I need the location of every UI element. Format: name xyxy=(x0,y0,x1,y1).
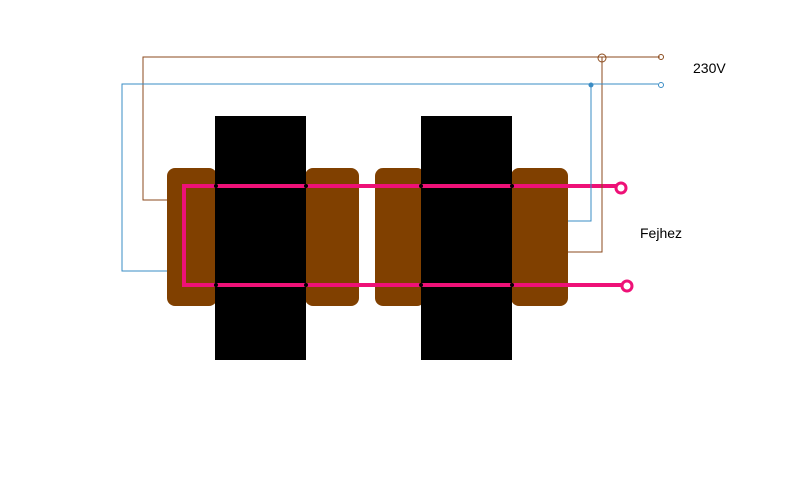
coil-left-outer xyxy=(167,168,217,306)
brown-wire-terminal xyxy=(658,54,664,60)
voltage-label: 230V xyxy=(693,60,726,76)
brown-wire-junction-ring xyxy=(597,53,607,63)
coil-left-inner xyxy=(305,168,359,306)
coil-right-inner xyxy=(375,168,425,306)
head-label: Fejhez xyxy=(640,225,682,241)
primary-wire-blue xyxy=(121,82,664,272)
loop-junction-dots xyxy=(214,184,514,287)
core-right xyxy=(421,116,512,360)
brown-wire-left xyxy=(142,56,660,201)
output-terminal-bottom xyxy=(620,279,634,293)
blue-wire-terminal xyxy=(658,82,664,88)
primary-wire-brown xyxy=(142,53,664,253)
blue-wire-left xyxy=(121,83,658,272)
secondary-loop-wire xyxy=(182,184,622,287)
blue-wire-junction-dot xyxy=(588,82,594,88)
coil-right-outer xyxy=(511,168,568,306)
core-left xyxy=(215,116,306,360)
brown-wire-right xyxy=(568,57,603,253)
secondary-loop xyxy=(182,181,634,293)
output-terminal-top xyxy=(614,181,628,195)
blue-wire-right xyxy=(568,84,592,222)
